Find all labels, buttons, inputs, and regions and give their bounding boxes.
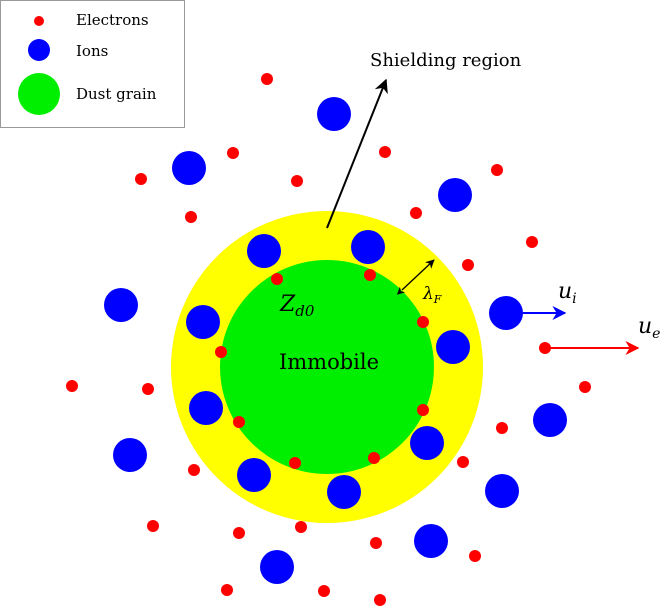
ion (485, 474, 519, 508)
electron (271, 273, 283, 285)
fermi-length-arrow (396, 259, 435, 295)
electron (491, 164, 503, 176)
legend-ion-marker (28, 39, 50, 61)
ion (172, 151, 206, 185)
electron (368, 452, 380, 464)
dust-charge-label: Zd0 (279, 292, 315, 320)
electron (457, 456, 469, 468)
electron (318, 585, 330, 597)
electron (410, 207, 422, 219)
electrons-group (66, 73, 591, 606)
ion (104, 288, 138, 322)
ion-velocity-subscript: i (572, 291, 576, 307)
electron (579, 381, 591, 393)
ion (414, 524, 448, 558)
electron (185, 211, 197, 223)
ion (186, 305, 220, 339)
ion (436, 330, 470, 364)
shielding-arrow (326, 78, 388, 229)
ion (351, 230, 385, 264)
electron (462, 259, 474, 271)
fermi-length-symbol: λ (422, 284, 434, 304)
legend: Electrons Ions Dust grain (0, 0, 185, 128)
shielding-label: Shielding region (370, 50, 522, 71)
ion (189, 391, 223, 425)
legend-dust-marker (18, 73, 60, 115)
electron (135, 173, 147, 185)
legend-ions-label: Ions (76, 42, 108, 60)
electron-velocity-symbol: u (638, 314, 652, 339)
electron (147, 520, 159, 532)
immobile-label: Immobile (279, 350, 379, 374)
electron (469, 550, 481, 562)
electron (289, 457, 301, 469)
ions-group (104, 97, 567, 584)
ion (533, 403, 567, 437)
ion (438, 178, 472, 212)
ion (247, 234, 281, 268)
electron (215, 346, 227, 358)
electron (379, 146, 391, 158)
fermi-length-subscript: F (433, 293, 442, 306)
electron (188, 464, 200, 476)
electron (142, 383, 154, 395)
electron-velocity-label: ue (638, 314, 660, 342)
ion (260, 550, 294, 584)
electron (233, 416, 245, 428)
electron (291, 175, 303, 187)
ion-velocity-label: ui (558, 279, 577, 307)
ion-velocity-symbol: u (558, 279, 572, 304)
electron (227, 147, 239, 159)
ion (317, 97, 351, 131)
dust-grain-core (220, 260, 434, 474)
electron (364, 269, 376, 281)
ion (113, 438, 147, 472)
ion (410, 426, 444, 460)
electron-velocity-subscript: e (652, 326, 660, 342)
ion (489, 296, 523, 330)
electron (374, 594, 386, 606)
legend-electrons-label: Electrons (76, 11, 149, 29)
electron (496, 422, 508, 434)
ion (237, 458, 271, 492)
dust-charge-symbol: Z (279, 292, 296, 317)
electron (233, 527, 245, 539)
electron (526, 236, 538, 248)
electron (221, 584, 233, 596)
electron (370, 537, 382, 549)
electron (417, 316, 429, 328)
legend-dust-label: Dust grain (76, 85, 157, 103)
electron (261, 73, 273, 85)
legend-electron-marker (34, 16, 44, 26)
fermi-length-label: λF (422, 284, 442, 306)
ion (327, 475, 361, 509)
electron (66, 380, 78, 392)
electron (417, 404, 429, 416)
electron (295, 521, 307, 533)
dust-charge-subscript: d0 (295, 302, 315, 320)
